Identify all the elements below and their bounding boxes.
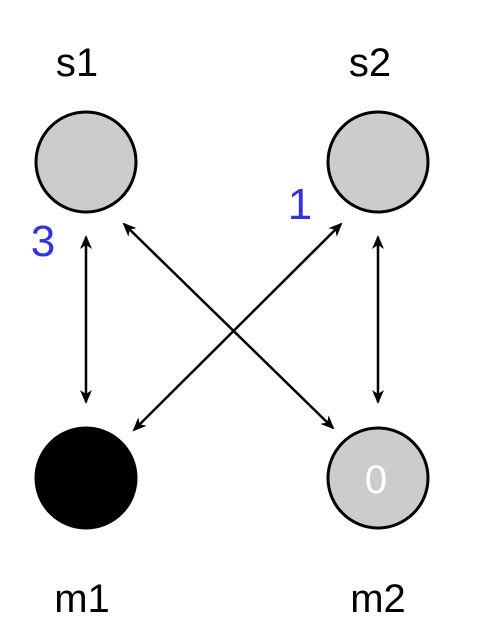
node-m2 [326,426,430,530]
node-m2-inner-label: 0 [365,458,387,502]
node-s1 [34,110,138,214]
node-m1 [34,426,138,530]
edge-s2-m1 [132,222,343,432]
node-s2 [326,110,430,214]
edge-label-s1-m1: 3 [31,217,55,266]
edge-label-s2-m1: 1 [288,180,312,229]
edge-s1-m2 [122,222,335,430]
node-label-s2: s2 [349,41,391,85]
node-label-s1: s1 [56,41,98,85]
node-label-m1: m1 [54,577,110,621]
node-label-m2: m2 [350,577,406,621]
